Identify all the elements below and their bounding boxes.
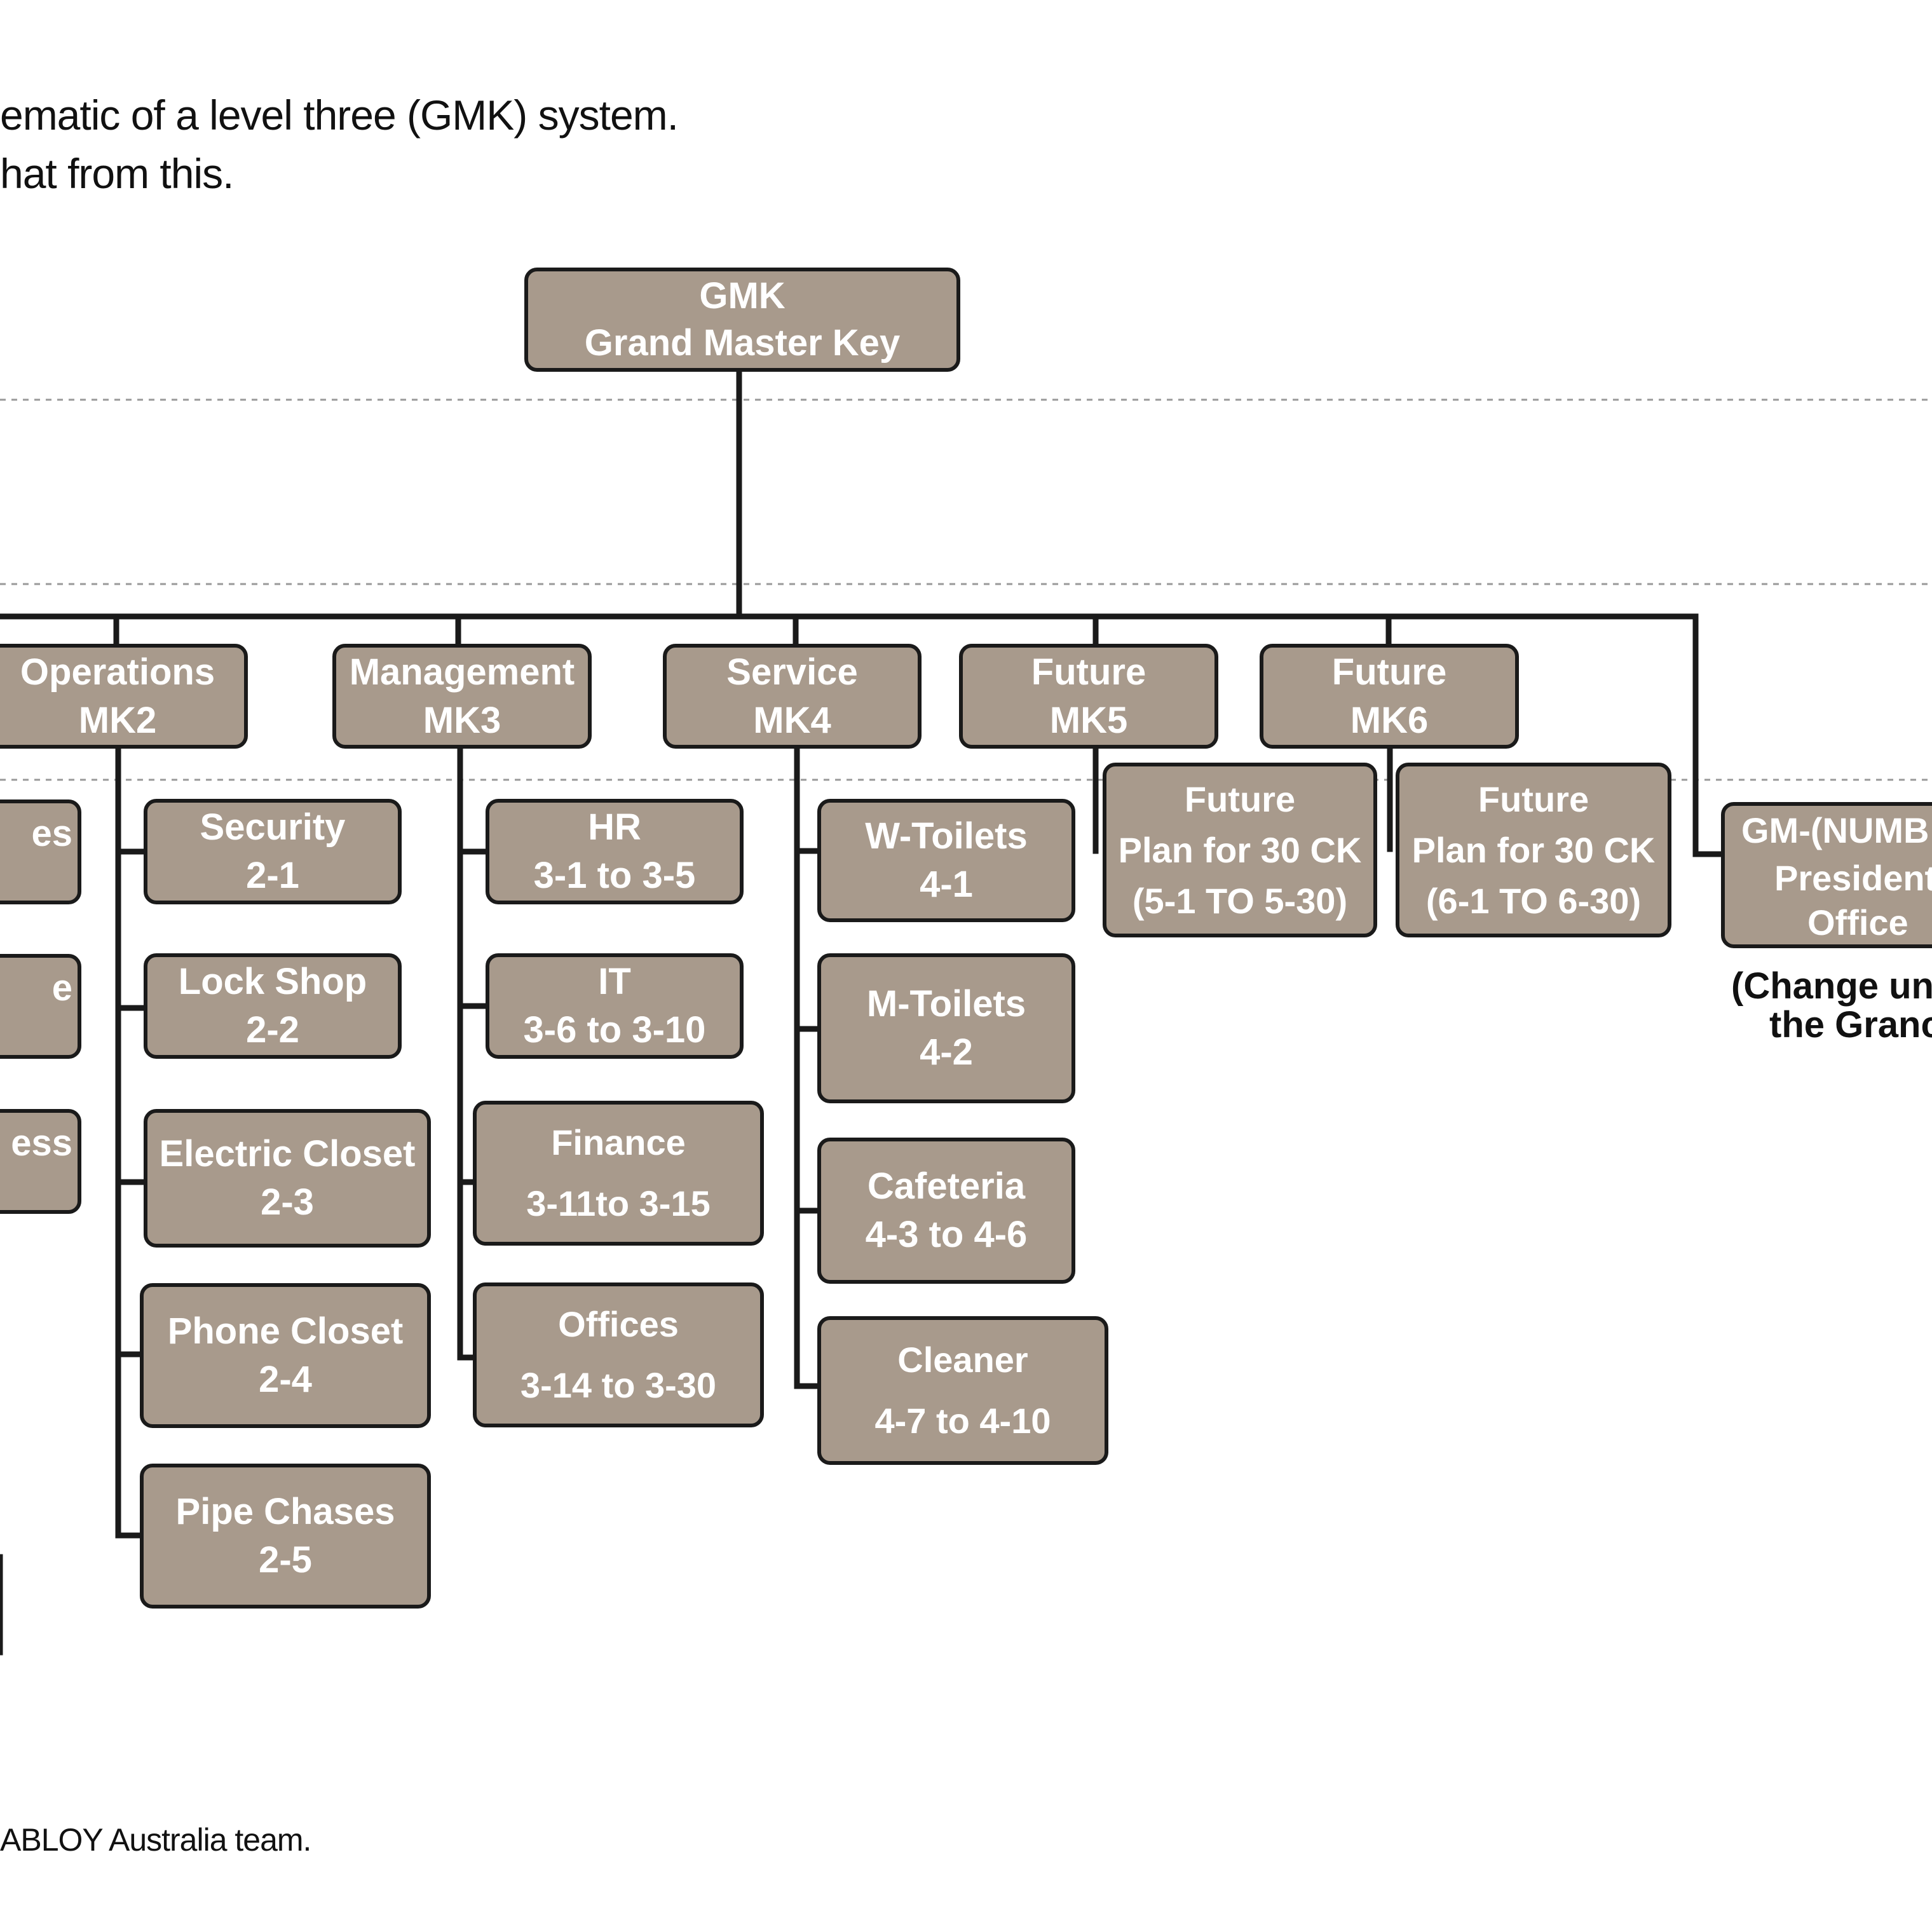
- mk5-code: MK5: [1049, 699, 1128, 741]
- mk3-management-box: Management MK3: [332, 644, 592, 749]
- mk3-child-hr: HR 3-1 to 3-5: [486, 799, 744, 904]
- mk2-child-code: 2-1: [246, 855, 299, 896]
- mk3-child-code: 3-1 to 3-5: [533, 855, 696, 896]
- left-partial-label-1: es: [31, 813, 72, 854]
- mk3-child-name: Offices: [558, 1304, 679, 1344]
- mk2-child-name: Electric Closet: [159, 1133, 416, 1174]
- mk2-child-code: 2-4: [259, 1359, 312, 1400]
- gmk-root-label: Grand Master Key: [584, 322, 901, 364]
- gm-direct-note: (Change un the Granc: [1731, 967, 1932, 1044]
- left-partial-box-1: es: [0, 799, 81, 904]
- mk4-child-name: W-Toilets: [865, 815, 1028, 857]
- mk6-name: Future: [1331, 651, 1447, 693]
- gm-note-line-1: (Change un: [1731, 965, 1932, 1007]
- mk2-name: Operations: [20, 651, 215, 693]
- gm-direct-office: Office: [1807, 902, 1908, 942]
- mk4-name: Service: [726, 651, 858, 693]
- mk2-child-name: Lock Shop: [178, 961, 367, 1002]
- mk5-child-title: Future: [1184, 779, 1296, 819]
- mk3-child-it: IT 3-6 to 3-10: [486, 953, 744, 1059]
- mk3-child-finance: Finance 3-11to 3-15: [473, 1101, 764, 1246]
- mk5-child-future-plan: Future Plan for 30 CK (5-1 TO 5-30): [1103, 763, 1377, 937]
- left-partial-box-3: ess: [0, 1109, 81, 1214]
- mk4-child-name: M-Toilets: [866, 983, 1026, 1024]
- mk2-operations-box: Operations MK2: [0, 644, 248, 749]
- mk2-child-security: Security 2-1: [144, 799, 402, 904]
- mk3-child-code: 3-6 to 3-10: [523, 1009, 706, 1051]
- mk2-child-pipe-chases: Pipe Chases 2-5: [140, 1464, 431, 1609]
- intro-line-2: hat from this.: [0, 150, 234, 197]
- mk6-child-future-plan: Future Plan for 30 CK (6-1 TO 6-30): [1396, 763, 1671, 937]
- gm-direct-code: GM-(NUMB: [1741, 810, 1929, 850]
- gmk-root-code: GMK: [699, 275, 786, 316]
- mk2-child-name: Security: [200, 806, 346, 848]
- mk4-child-name: Cafeteria: [867, 1166, 1026, 1207]
- mk5-name: Future: [1031, 651, 1146, 693]
- mk4-child-cleaner: Cleaner 4-7 to 4-10: [817, 1316, 1108, 1465]
- mk5-child-range: (5-1 TO 5-30): [1132, 880, 1348, 921]
- mk2-child-phone-closet: Phone Closet 2-4: [140, 1283, 431, 1428]
- mk4-code: MK4: [753, 699, 831, 741]
- mk3-child-name: IT: [598, 961, 631, 1002]
- left-partial-box-2: e: [0, 954, 81, 1059]
- mk4-child-code: 4-2: [920, 1031, 973, 1073]
- gmk-root-box: GMK Grand Master Key: [524, 268, 960, 372]
- mk4-service-box: Service MK4: [663, 644, 922, 749]
- mk4-child-cafeteria: Cafeteria 4-3 to 4-6: [817, 1138, 1075, 1284]
- mk2-child-name: Phone Closet: [167, 1310, 404, 1352]
- mk3-child-offices: Offices 3-14 to 3-30: [473, 1282, 764, 1427]
- mk3-child-name: Finance: [551, 1122, 686, 1162]
- mk4-child-code: 4-7 to 4-10: [874, 1401, 1051, 1441]
- mk2-child-electric-closet: Electric Closet 2-3: [144, 1109, 431, 1248]
- mk5-future-box: Future MK5: [959, 644, 1218, 749]
- mk3-name: Management: [349, 651, 575, 693]
- mk6-future-box: Future MK6: [1260, 644, 1519, 749]
- gm-direct-name: President: [1774, 858, 1932, 898]
- mk4-child-w-toilets: W-Toilets 4-1: [817, 799, 1075, 922]
- mk2-child-code: 2-2: [246, 1009, 299, 1051]
- mk6-child-title: Future: [1478, 779, 1589, 819]
- gm-president-office-box: GM-(NUMB President Office: [1721, 802, 1932, 948]
- mk6-code: MK6: [1350, 699, 1429, 741]
- mk4-child-code: 4-3 to 4-6: [865, 1214, 1028, 1255]
- left-partial-label-2: e: [51, 967, 72, 1009]
- mk4-child-name: Cleaner: [897, 1340, 1028, 1380]
- left-partial-label-3: ess: [11, 1122, 72, 1164]
- mk5-child-plan: Plan for 30 CK: [1118, 829, 1362, 870]
- mk3-child-name: HR: [588, 806, 641, 848]
- mk2-code: MK2: [78, 699, 157, 741]
- mk3-code: MK3: [423, 699, 501, 741]
- mk6-child-plan: Plan for 30 CK: [1412, 829, 1656, 870]
- mk2-child-code: 2-3: [261, 1181, 314, 1223]
- mk3-child-code: 3-14 to 3-30: [520, 1365, 717, 1405]
- footer-credit: ABLOY Australia team.: [0, 1822, 311, 1858]
- mk2-child-code: 2-5: [259, 1539, 312, 1581]
- mk4-child-code: 4-1: [920, 864, 973, 905]
- mk2-child-name: Pipe Chases: [175, 1491, 395, 1532]
- mk4-child-m-toilets: M-Toilets 4-2: [817, 953, 1075, 1103]
- mk6-child-range: (6-1 TO 6-30): [1425, 880, 1642, 921]
- intro-line-1: ematic of a level three (GMK) system.: [0, 92, 679, 139]
- gm-note-line-2: the Granc: [1769, 1004, 1932, 1045]
- mk2-child-lock-shop: Lock Shop 2-2: [144, 953, 402, 1059]
- mk3-child-code: 3-11to 3-15: [526, 1183, 711, 1223]
